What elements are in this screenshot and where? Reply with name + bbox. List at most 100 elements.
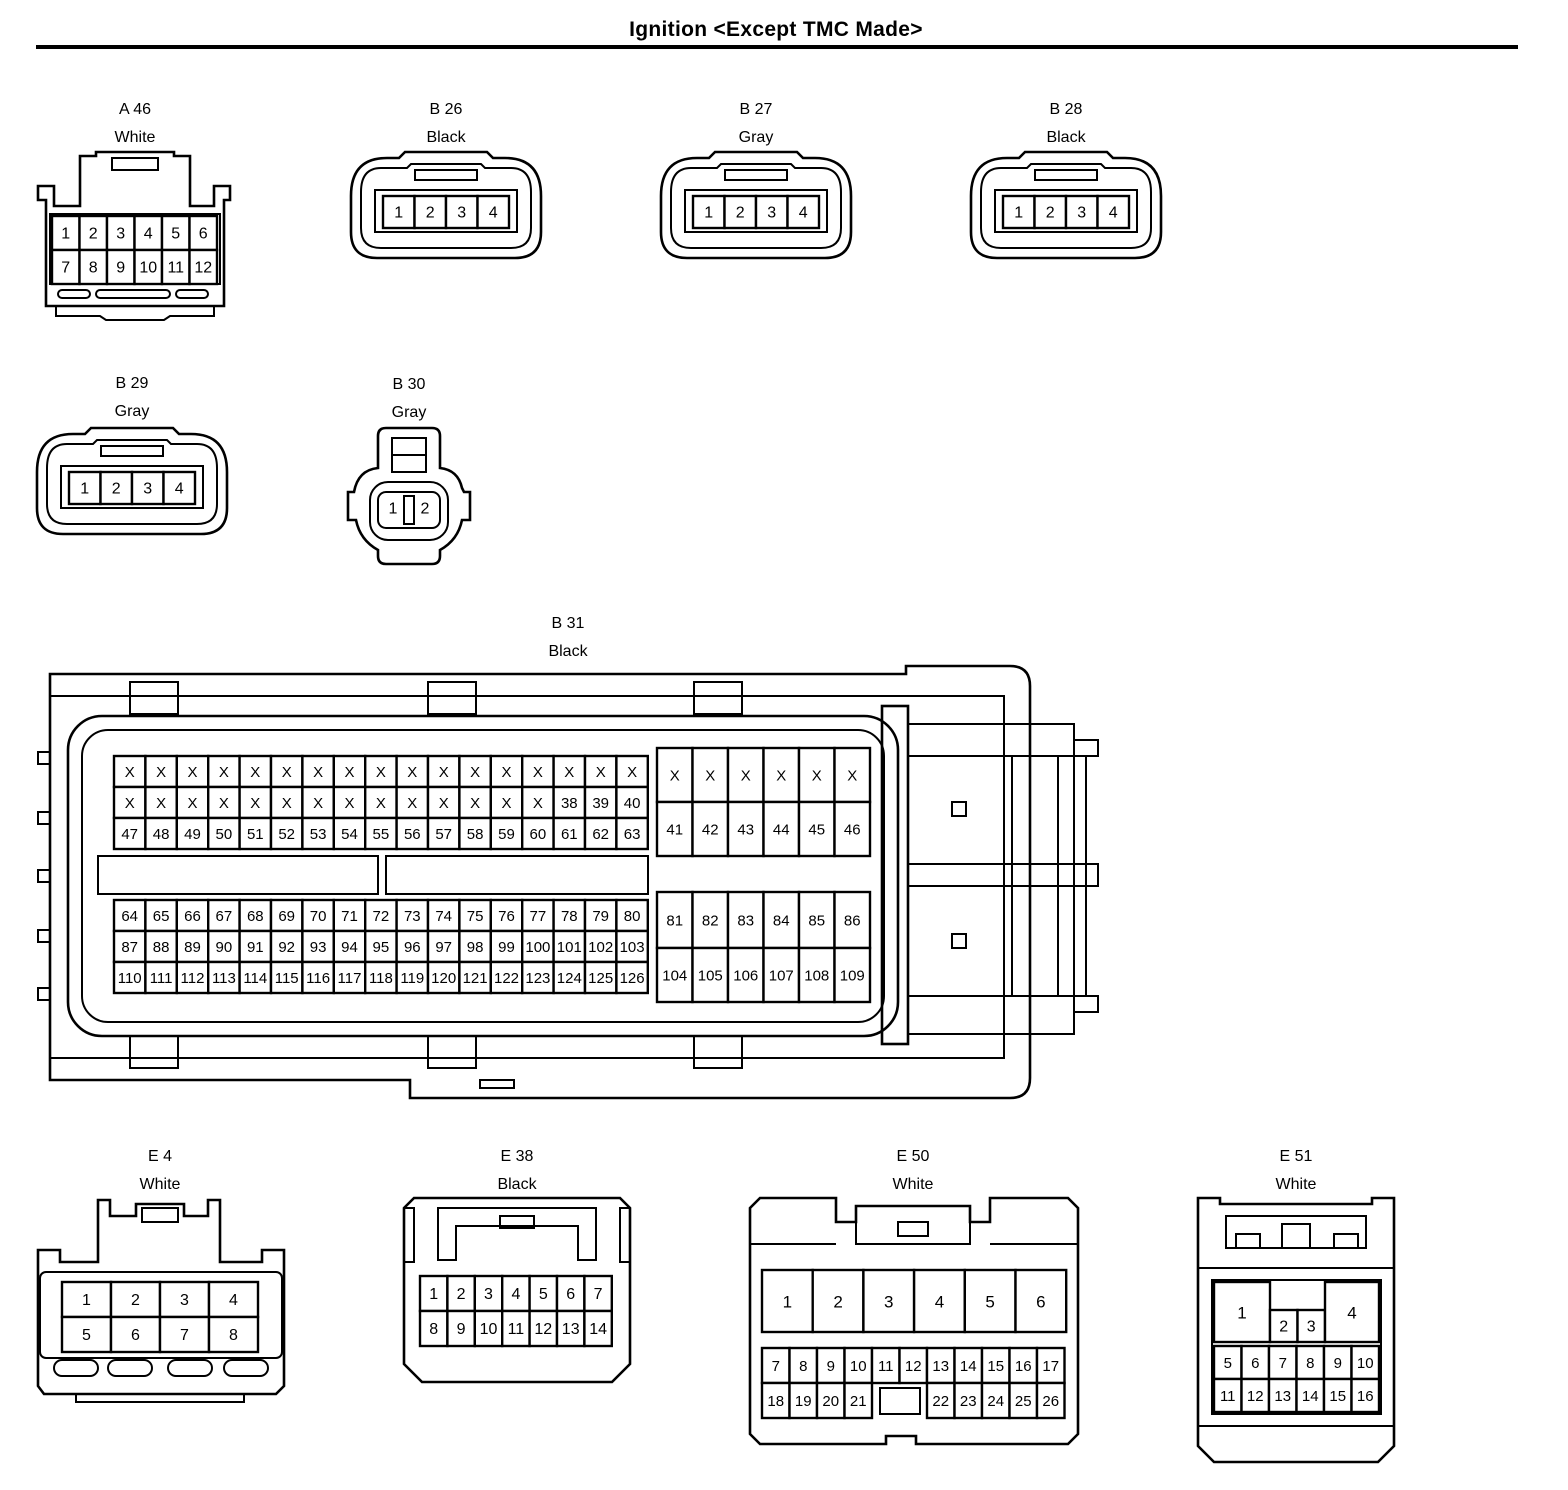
pin-number: 5 — [82, 1327, 91, 1344]
pin-cell — [67, 470, 102, 506]
pin-number: 6 — [1251, 1355, 1259, 1372]
pin-number: 3 — [767, 205, 776, 222]
pin-number: 4 — [935, 1293, 944, 1312]
pin-cell — [109, 1280, 162, 1319]
pin-cell — [786, 194, 821, 230]
pin-number: 110 — [118, 970, 142, 987]
pin-number: 90 — [216, 939, 233, 956]
pin-number: 63 — [624, 826, 641, 843]
pin-number: 72 — [373, 908, 390, 925]
pin-cell — [426, 785, 461, 820]
pin-number: 21 — [850, 1393, 867, 1410]
pin-cell — [364, 816, 398, 851]
connector-id-label: B 29 — [116, 375, 149, 392]
pin-number: 4 — [489, 205, 498, 222]
pin-number: X — [344, 764, 354, 781]
pin-cell — [158, 1315, 211, 1354]
pin-cell — [980, 1381, 1011, 1420]
pin-number: 1 — [80, 481, 89, 498]
pin-number: 55 — [373, 826, 390, 843]
pin-cell — [473, 1309, 504, 1348]
pin-number: 2 — [1279, 1319, 1288, 1336]
pin-number: 85 — [808, 913, 825, 930]
pin-number: 15 — [987, 1358, 1004, 1375]
pin-number: X — [187, 795, 197, 812]
connector-id-label: E 51 — [1280, 1148, 1313, 1165]
pin-cell — [583, 816, 618, 851]
pin-number: 11 — [1220, 1388, 1236, 1405]
pin-number: 71 — [341, 908, 358, 925]
pin-cell — [953, 1381, 984, 1420]
pin-number: X — [313, 795, 323, 812]
pin-number: 88 — [153, 939, 170, 956]
pin-cell — [269, 816, 304, 851]
pin-number: 1 — [389, 501, 398, 518]
pin-number: 1 — [1014, 205, 1023, 222]
pin-cell — [912, 1268, 966, 1334]
pin-number: 9 — [457, 1321, 466, 1338]
pin-number: 10 — [1357, 1355, 1374, 1372]
pin-frame — [1211, 1279, 1382, 1415]
pin-number: 43 — [737, 822, 754, 839]
pin-number: 108 — [804, 968, 829, 985]
pin-number: X — [470, 795, 480, 812]
pin-cell — [50, 214, 81, 252]
pin-number: X — [219, 764, 229, 781]
pin-number: 12 — [534, 1321, 552, 1338]
pin-cell — [301, 929, 335, 964]
pin-cell — [811, 1268, 865, 1334]
pin-number: 1 — [82, 1292, 91, 1309]
pin-number: 16 — [1015, 1358, 1032, 1375]
pin-number: 1 — [783, 1293, 792, 1312]
connector-id-label: B 31 — [552, 615, 585, 632]
pin-number: 4 — [175, 481, 184, 498]
pin-number: X — [741, 768, 751, 785]
pin-number: 2 — [833, 1293, 842, 1312]
pin-number: X — [670, 768, 680, 785]
pin-cell — [833, 746, 872, 804]
pin-cell — [269, 898, 304, 933]
pin-cell — [207, 1315, 260, 1354]
pin-number: 126 — [620, 970, 645, 987]
pin-number: X — [219, 795, 229, 812]
pin-number: X — [439, 764, 449, 781]
pin-number: 8 — [229, 1327, 238, 1344]
pin-number: 106 — [733, 968, 758, 985]
pin-number: X — [313, 764, 323, 781]
pin-cell — [158, 1280, 211, 1319]
pin-number: 11 — [878, 1358, 894, 1375]
pin-number: 73 — [404, 908, 421, 925]
pin-number: X — [125, 764, 135, 781]
page-title: Ignition <Except TMC Made> — [629, 18, 923, 41]
pin-cell — [963, 1268, 1017, 1334]
pin-number: 60 — [530, 826, 547, 843]
pin-number: X — [376, 795, 386, 812]
pin-cell — [395, 960, 430, 995]
pin-number: 3 — [116, 226, 125, 243]
pin-number: 10 — [850, 1358, 867, 1375]
connector-color-label: White — [115, 129, 156, 146]
pin-number: X — [187, 764, 197, 781]
pin-number: 67 — [216, 908, 233, 925]
pin-number: 1 — [704, 205, 713, 222]
pin-cell — [1001, 194, 1036, 230]
pin-number: X — [282, 764, 292, 781]
pin-number: 2 — [89, 226, 98, 243]
pin-cell — [615, 960, 650, 995]
pin-number: 16 — [1357, 1388, 1374, 1405]
pin-number: 68 — [247, 908, 264, 925]
pin-cell — [797, 800, 836, 858]
pin-cell — [691, 946, 730, 1004]
pin-number: X — [470, 764, 480, 781]
pin-number: 9 — [1334, 1355, 1342, 1372]
pin-cell — [418, 1309, 449, 1348]
pin-cell — [1033, 194, 1068, 230]
pin-number: 65 — [153, 908, 170, 925]
pin-number: 5 — [1224, 1355, 1232, 1372]
connector-color-label: White — [1276, 1176, 1317, 1193]
pin-cell — [144, 898, 178, 933]
pin-cell — [833, 800, 872, 858]
connector-id-label: B 26 — [430, 101, 463, 118]
